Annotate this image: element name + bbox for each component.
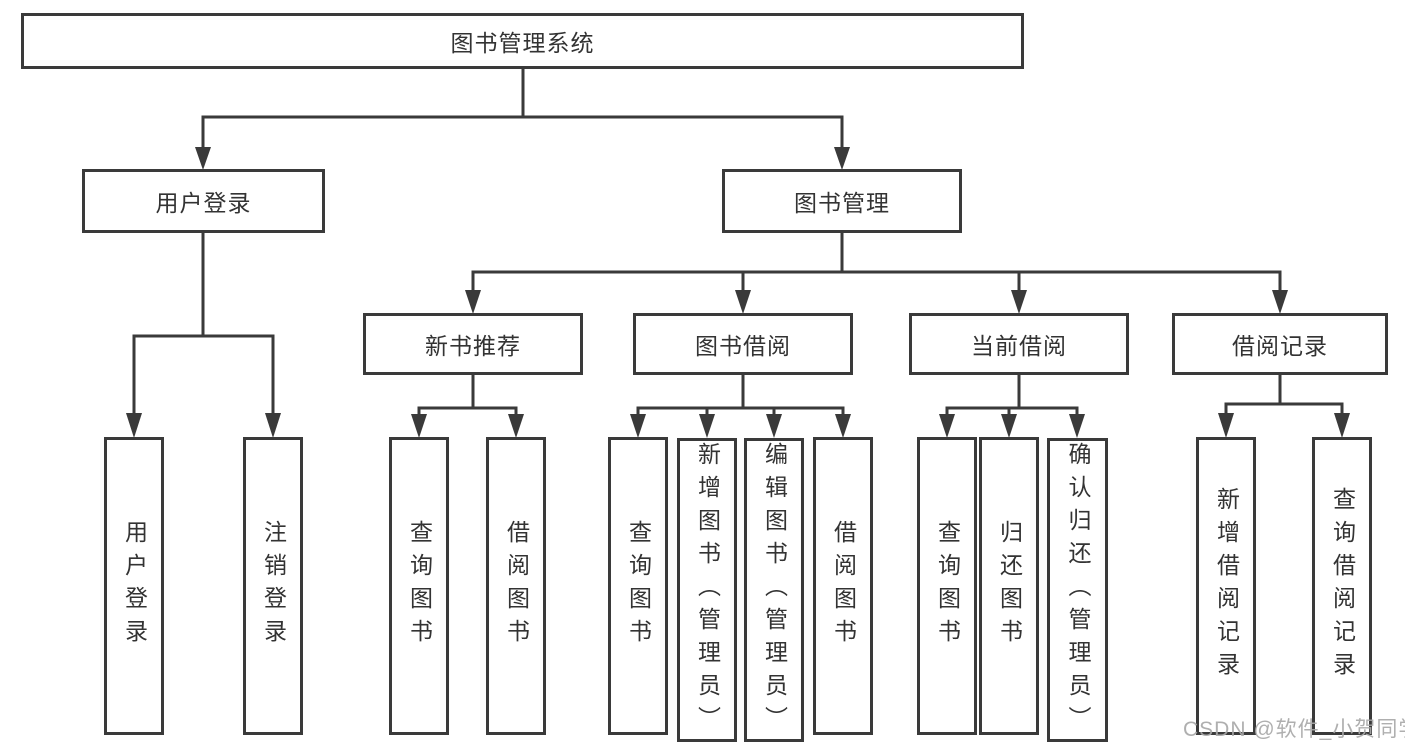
leaf-edit-books-admin: 编辑图书（管理员） xyxy=(744,438,804,742)
leaf-label: 借阅图书 xyxy=(503,520,530,652)
connector-root-to-level1 xyxy=(195,69,850,170)
connector-current-borrowing-to-leaves xyxy=(939,375,1085,438)
leaf-label: 新增图书（管理员） xyxy=(694,441,721,739)
connector-book-borrowing-to-leaves xyxy=(630,375,851,438)
leaf-user-login: 用户登录 xyxy=(104,437,164,735)
node-library-management-system: 图书管理系统 xyxy=(21,13,1024,69)
leaf-confirm-return-admin: 确认归还（管理员） xyxy=(1047,438,1108,742)
leaf-add-borrow-record: 新增借阅记录 xyxy=(1196,437,1256,735)
leaf-logout: 注销登录 xyxy=(243,437,303,735)
leaf-label: 用户登录 xyxy=(121,520,148,652)
leaf-query-borrow-record: 查询借阅记录 xyxy=(1312,437,1372,735)
leaf-label: 查询图书 xyxy=(934,520,961,652)
leaf-label: 查询图书 xyxy=(406,520,433,652)
leaf-label: 查询借阅记录 xyxy=(1329,487,1356,685)
leaf-add-books-admin: 新增图书（管理员） xyxy=(677,438,737,742)
leaf-label: 注销登录 xyxy=(260,520,287,652)
leaf-label: 借阅图书 xyxy=(830,520,857,652)
leaf-label: 确认归还（管理员） xyxy=(1065,441,1091,739)
leaf-borrow-books-recommend: 借阅图书 xyxy=(486,437,546,735)
node-new-book-recommend: 新书推荐 xyxy=(363,313,583,375)
leaf-label: 查询图书 xyxy=(625,520,652,652)
leaf-label: 编辑图书（管理员） xyxy=(761,441,788,739)
node-user-login: 用户登录 xyxy=(82,169,325,233)
leaf-return-books: 归还图书 xyxy=(979,437,1039,735)
node-borrowing-records: 借阅记录 xyxy=(1172,313,1388,375)
leaf-query-books-borrowing: 查询图书 xyxy=(608,437,668,735)
csdn-watermark: CSDN @软件_小贺同学 xyxy=(1183,718,1405,741)
leaf-query-books-current: 查询图书 xyxy=(917,437,977,735)
leaf-label: 新增借阅记录 xyxy=(1213,487,1240,685)
leaf-borrow-books-borrowing: 借阅图书 xyxy=(813,437,873,735)
connector-borrowing-records-to-leaves xyxy=(1218,375,1350,438)
connector-book-management-to-level2 xyxy=(465,233,1288,314)
node-book-management: 图书管理 xyxy=(722,169,962,233)
node-book-borrowing: 图书借阅 xyxy=(633,313,853,375)
leaf-label: 归还图书 xyxy=(996,520,1023,652)
node-current-borrowing: 当前借阅 xyxy=(909,313,1129,375)
leaf-query-books-recommend: 查询图书 xyxy=(389,437,449,735)
connector-user-login-to-leaves xyxy=(126,233,281,438)
connector-new-book-recommend-to-leaves xyxy=(411,375,524,438)
